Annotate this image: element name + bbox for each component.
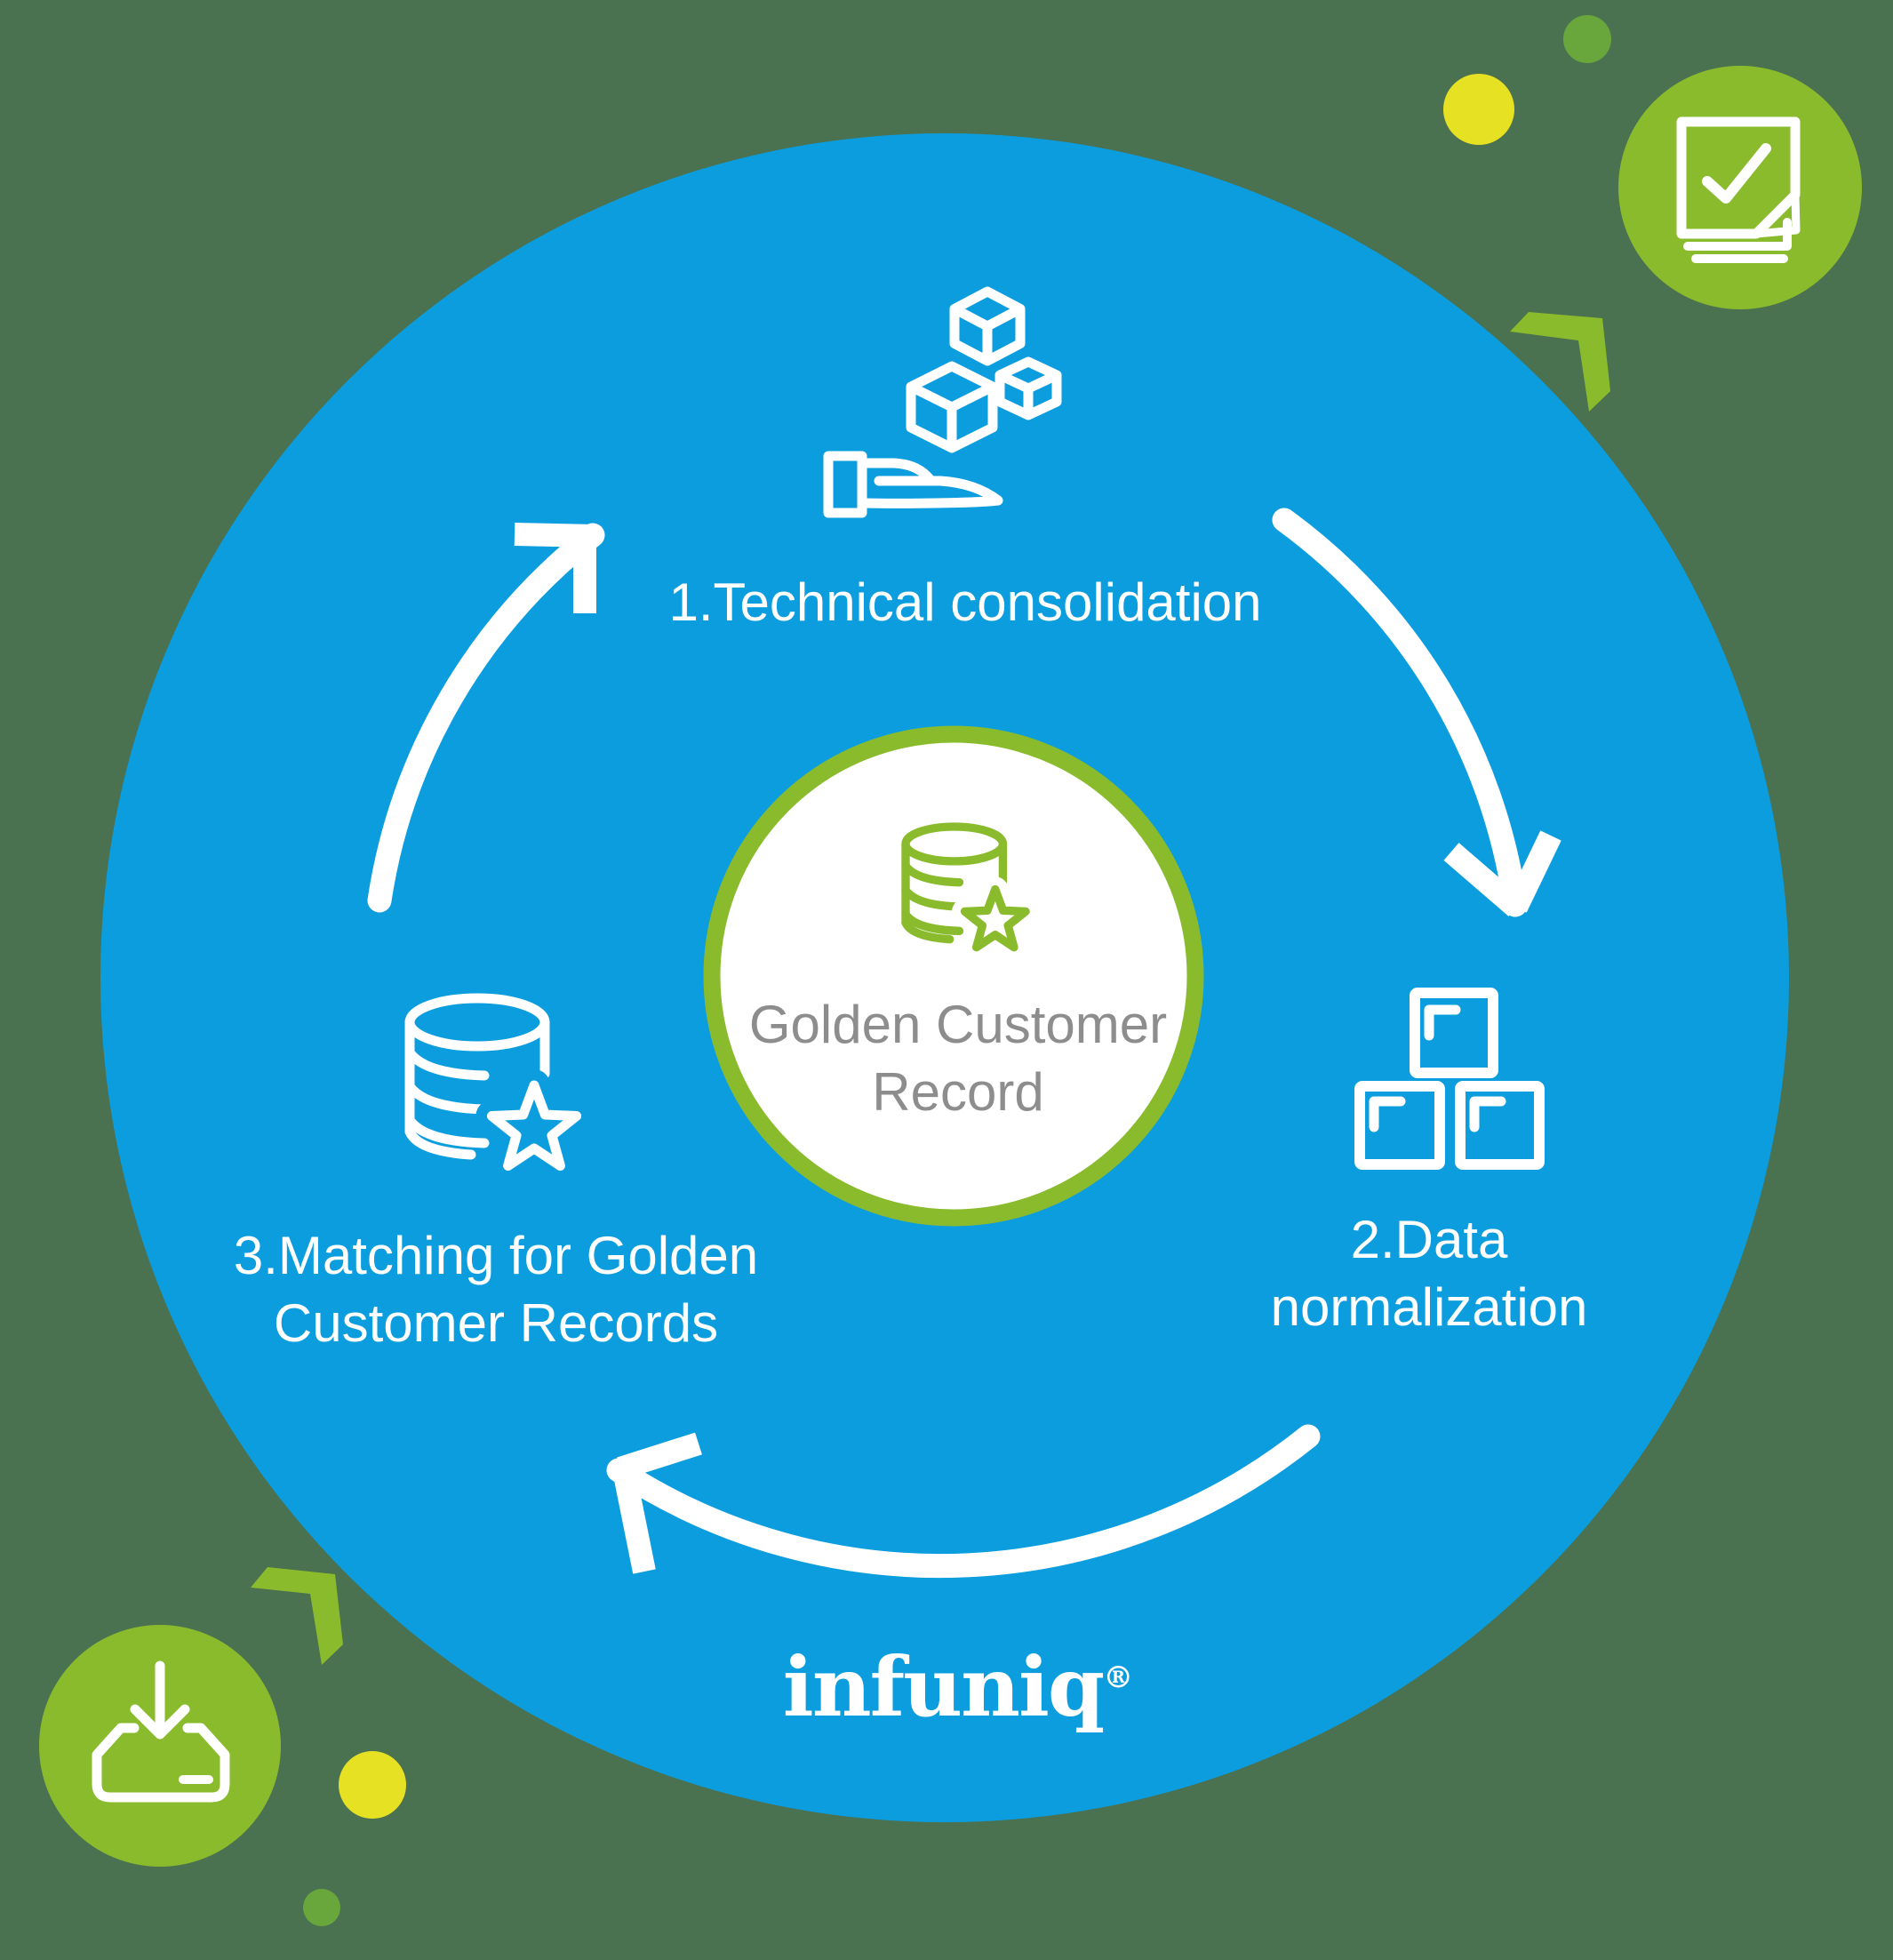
inbox-download-badge	[39, 1625, 281, 1867]
arrow-step2-to-step3-icon	[606, 1424, 1321, 1579]
badge-circle	[39, 1625, 281, 1867]
cycle-arrows	[367, 508, 1562, 1579]
data-blocks-icon	[1354, 988, 1545, 1170]
chevron-top-right-icon	[1510, 312, 1610, 412]
step2-label-line1: 2.Data	[1350, 1210, 1508, 1269]
registered-trademark-icon: ®	[1103, 1660, 1134, 1696]
inbox-download-icon	[92, 1660, 230, 1803]
center-label: Golden Customer Record	[749, 991, 1167, 1126]
step1-label: 1.Technical consolidation	[668, 572, 1262, 632]
logo-text: infuniq	[782, 1639, 1105, 1735]
step3-label: 3.Matching for Golden Customer Records	[234, 1222, 758, 1357]
arrow-step3-to-step1-icon	[367, 523, 605, 913]
green-dot-top	[1563, 15, 1611, 63]
yellow-dot-top	[1443, 74, 1514, 145]
center-circle	[703, 725, 1204, 1227]
step2-label: 2.Data normalization	[1271, 1206, 1588, 1341]
step2-label-line2: normalization	[1270, 1277, 1588, 1337]
logo: infuniq®	[783, 1646, 1133, 1728]
step3-label-line2: Customer Records	[273, 1293, 719, 1353]
chevron-bottom-left-icon	[251, 1567, 343, 1665]
document-check-badge	[1618, 66, 1862, 309]
document-check-icon	[1676, 116, 1801, 263]
center-label-line2: Record	[872, 1062, 1044, 1122]
step3-label-line1: 3.Matching for Golden	[233, 1226, 759, 1285]
arrow-step1-to-step2-icon	[1272, 508, 1562, 917]
green-dot-bottom	[303, 1889, 340, 1926]
hand-cubes-icon	[823, 286, 1062, 518]
yellow-dot-bottom	[339, 1751, 406, 1819]
center-label-line1: Golden Customer	[748, 995, 1168, 1054]
